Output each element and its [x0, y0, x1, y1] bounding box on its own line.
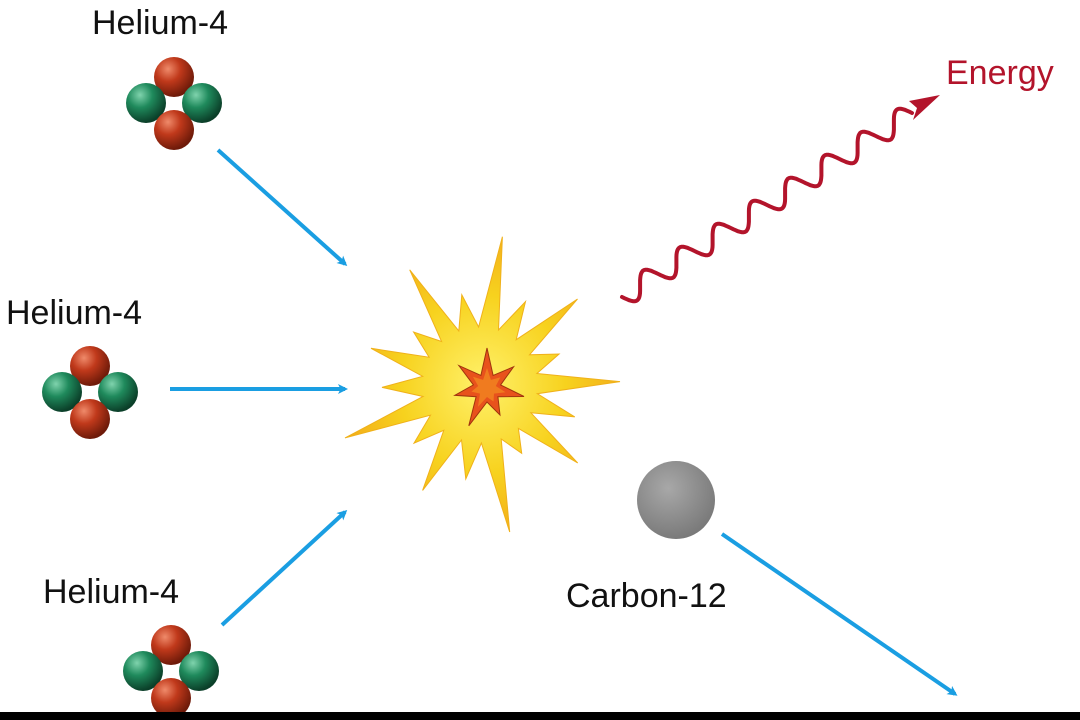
carbon-label: Carbon-12 [566, 577, 727, 615]
helium-label-top: Helium-4 [92, 4, 229, 42]
energy-arrowhead [909, 95, 940, 120]
energy-wave-arrow [620, 106, 914, 304]
carbon-nucleus-icon [637, 461, 715, 539]
fusion-burst-icon [344, 236, 621, 533]
energy-label: Energy [946, 54, 1054, 92]
helium-label-bottom: Helium-4 [43, 573, 180, 611]
arrow-bottom-to-burst [220, 509, 348, 627]
helium-nucleus-icon-top [126, 57, 222, 150]
helium-label-middle: Helium-4 [6, 294, 143, 332]
arrow-top-to-burst [216, 148, 348, 267]
helium-nucleus-icon-bottom [123, 625, 219, 712]
arrow-carbon-out [720, 532, 958, 696]
helium-nucleus-icon-middle [42, 346, 138, 439]
